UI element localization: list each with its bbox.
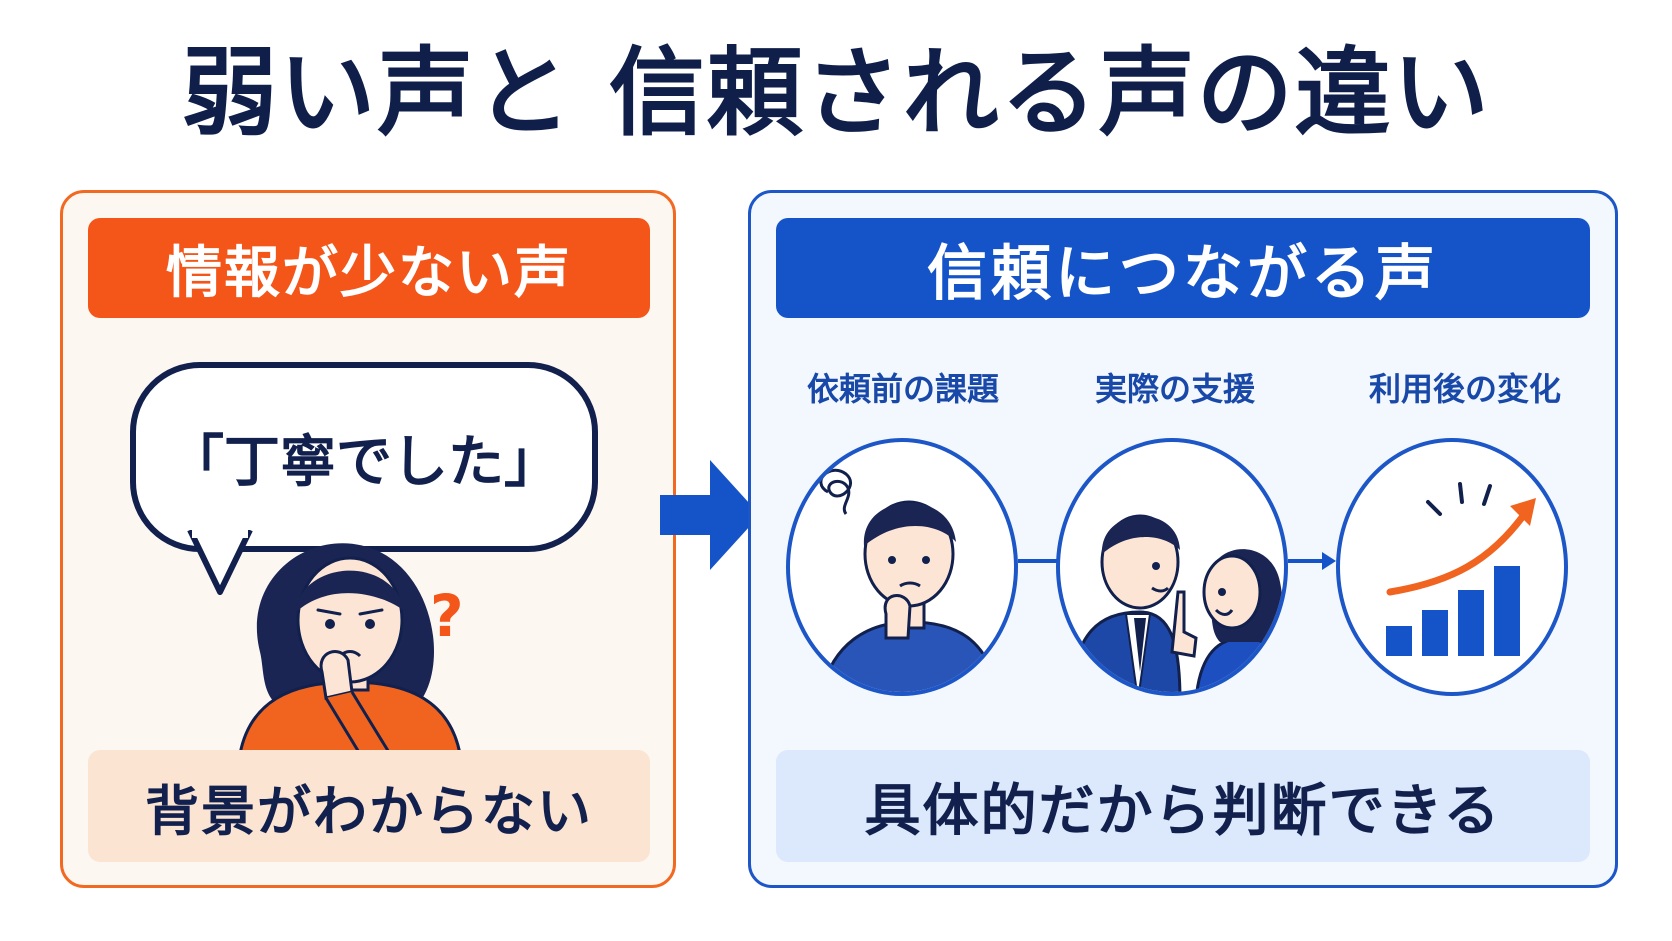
connector-line [1018, 559, 1058, 563]
growth-chart-icon [1386, 482, 1536, 656]
consultation-icon [1069, 514, 1284, 692]
arrow-right-icon [660, 460, 760, 570]
trusted-voice-header: 信頼につながる声 [776, 218, 1590, 318]
speech-bubble [130, 362, 598, 552]
step-label-support: 実際の支援 [1094, 370, 1255, 408]
weak-voice-header: 情報が少ない声 [88, 218, 650, 318]
step-label-before: 依頼前の課題 [806, 370, 999, 408]
trusted-voice-footer: 具体的だから判断できる [776, 750, 1590, 862]
support-circle [1056, 438, 1288, 696]
question-mark-icon: ? [430, 582, 464, 650]
page-title: 弱い声と 信頼される声の違い [181, 37, 1491, 149]
speech-bubble-text: 「丁寧でした」 [168, 429, 560, 495]
after-change-circle [1336, 438, 1568, 696]
weak-voice-footer: 背景がわからない [88, 750, 650, 862]
connector-arrow-icon [1288, 552, 1336, 570]
confused-woman-icon [238, 543, 462, 754]
speech-bubble-tail [187, 530, 253, 595]
before-problem-circle [786, 438, 1018, 696]
step-label-after: 利用後の変化 [1368, 370, 1561, 408]
worried-man-icon [819, 468, 1000, 692]
